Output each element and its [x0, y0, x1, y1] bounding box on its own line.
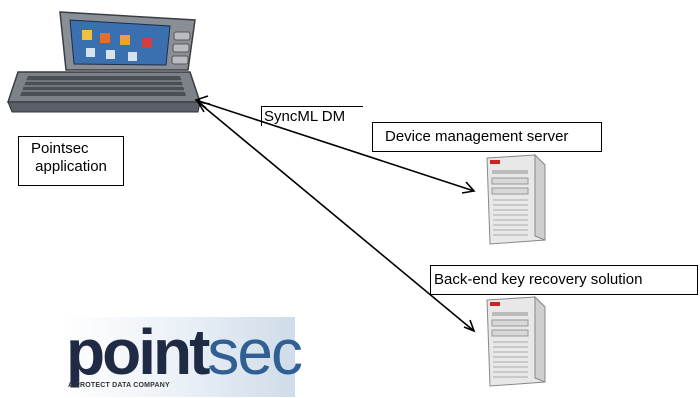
key-recovery-server-icon [486, 295, 546, 387]
pointsec-logo: pointsec A PROTECT DATA COMPANY [60, 317, 303, 397]
logo-word-main: point [66, 316, 210, 388]
connector-arrows [195, 99, 475, 332]
arrowhead-icon [461, 181, 476, 194]
arrow-device-to-recovery-server [197, 101, 475, 332]
key-recovery-solution-label: Back-end key recovery solution [430, 265, 698, 295]
logo-tagline: A PROTECT DATA COMPANY [68, 382, 170, 389]
arrowhead-icon [196, 100, 211, 113]
device-management-server-icon [486, 153, 546, 245]
logo-wordmark: pointsec [66, 316, 303, 388]
arrow-device-to-dm-server [195, 99, 475, 192]
syncml-dm-label: SyncML DM [261, 106, 363, 126]
arrowhead-icon [463, 319, 476, 333]
logo-word-accent: sec [207, 316, 303, 388]
pointsec-application-label: Pointsec application [18, 136, 124, 186]
arrowhead-icon [194, 95, 209, 109]
communicator-device-icon [6, 11, 202, 113]
device-management-server-label: Device management server [372, 122, 602, 152]
arrowheads [194, 95, 476, 333]
